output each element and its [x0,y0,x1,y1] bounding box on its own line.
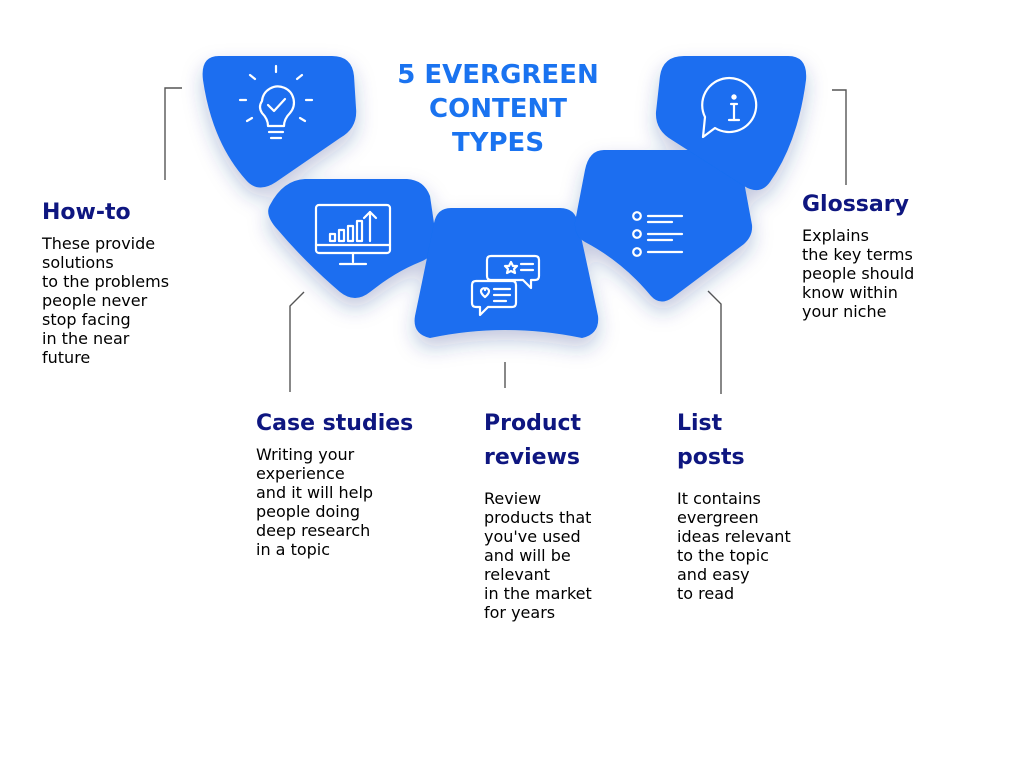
case-studies-heading: Case studies [256,407,413,441]
connector-glossary [832,89,847,185]
title-line: 5 EVERGREEN [397,60,599,90]
heading-line: Glossary [802,192,909,217]
heading-line: posts [677,445,745,470]
description-line: Review [484,489,542,508]
how-to-heading: How-to [42,196,169,230]
list-icon [632,211,684,257]
description-line: people never [42,291,148,310]
segment-list-posts [574,150,753,302]
info-speech-bubble-icon [701,76,758,139]
review-chat-bubbles-icon [470,254,541,317]
description-line: future [42,348,91,367]
description-line: for years [484,603,556,622]
segments [202,56,807,338]
description-line: the key terms [802,245,913,264]
description-line: ideas relevant [677,527,791,546]
connectors [164,87,847,394]
heading-line: How-to [42,200,131,225]
product-reviews-block: Product reviews Review products that you… [484,407,592,622]
heading-line: List [677,411,723,436]
monitor-chart-icon [314,203,392,266]
list-posts-heading: List posts [677,407,791,475]
list-posts-block: List posts It contains evergreen ideas r… [677,407,791,603]
title-line: CONTENT [429,94,567,124]
description-line: in a topic [256,540,331,559]
title-line: TYPES [451,128,545,158]
heading-line: Case studies [256,411,414,436]
glossary-block: Glossary Explains the key terms people s… [802,188,914,321]
description-line: to read [677,584,735,603]
description-line: products that [484,508,592,527]
description-line: Explains [802,226,869,245]
segment-how-to [202,56,357,188]
description-line: to the problems [42,272,170,291]
segment-glossary [655,56,807,191]
product-reviews-heading: Product reviews [484,407,592,475]
description-line: people doing [256,502,361,521]
description-line: It contains [677,489,761,508]
diagram-title: 5 EVERGREEN CONTENT TYPES [372,58,624,160]
connector-case-studies [289,291,305,392]
description-line: know within [802,283,898,302]
description-line: These provide [42,234,156,253]
glossary-heading: Glossary [802,188,914,222]
description-line: in the near [42,329,130,348]
description-line: people should [802,264,915,283]
how-to-block: How-to These provide solutions to the pr… [42,196,169,367]
description-line: experience [256,464,345,483]
description-line: you've used [484,527,581,546]
description-line: and will be [484,546,571,565]
description-line: to the topic [677,546,769,565]
description-line: stop facing [42,310,131,329]
description-line: Writing your [256,445,355,464]
heading-line: reviews [484,445,580,470]
description-line: solutions [42,253,114,272]
description-line: deep research [256,521,371,540]
connector-how-to [164,87,182,180]
case-studies-block: Case studies Writing your experience and… [256,407,413,559]
description-line: in the market [484,584,592,603]
description-line: your niche [802,302,887,321]
description-line: evergreen [677,508,759,527]
heading-line: Product [484,411,582,436]
description-line: relevant [484,565,551,584]
connector-list-posts [707,290,722,394]
description-line: and it will help [256,483,374,502]
lightbulb-check-icon [238,64,314,140]
description-line: and easy [677,565,750,584]
